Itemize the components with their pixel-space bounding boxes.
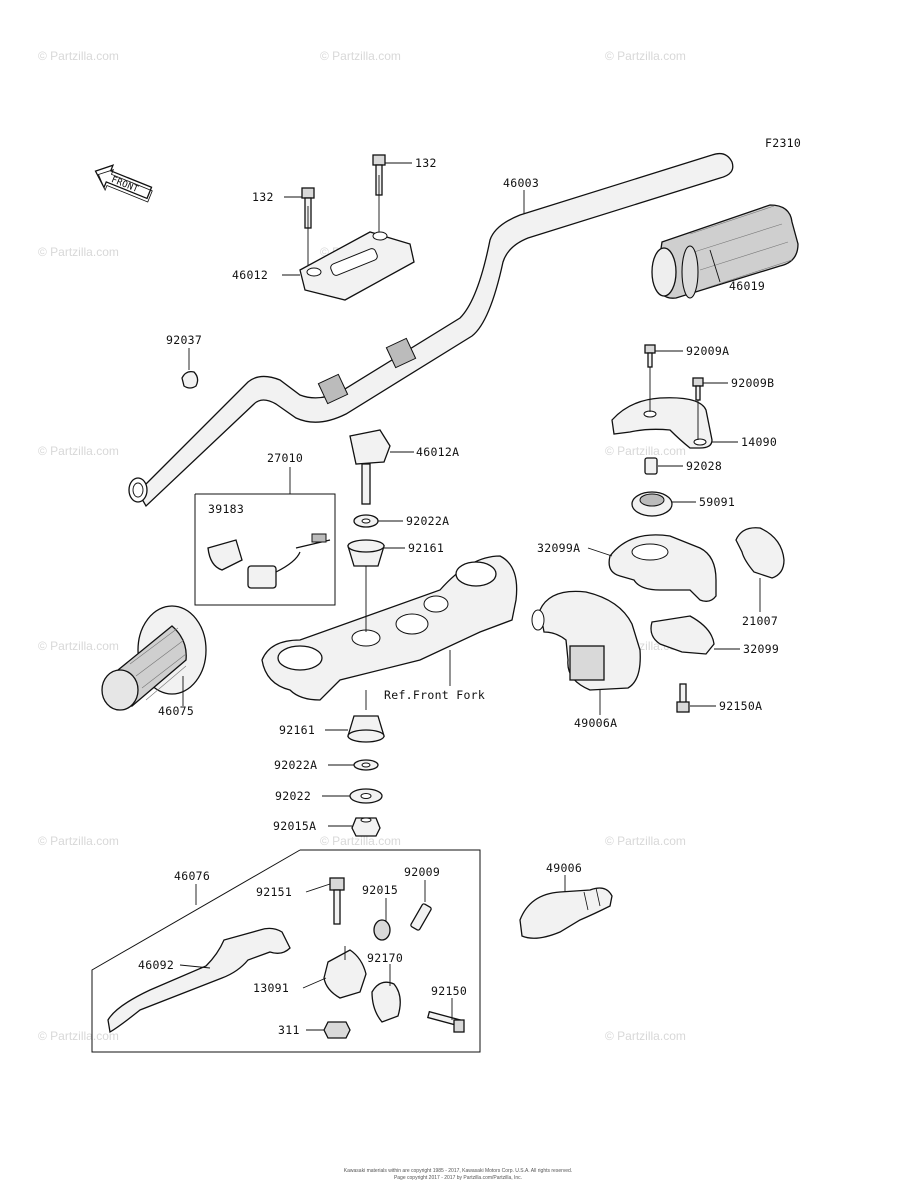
part-label-92161: 92161	[279, 723, 315, 737]
part-label-92009: 92009	[404, 865, 440, 879]
guide-49006A	[531, 590, 641, 691]
footer-copyright: Kawasaki materials within are copyright …	[344, 1168, 572, 1174]
watermark: © Partzilla.com	[605, 49, 686, 63]
leader-lines	[179, 162, 761, 1031]
clamp-92170	[371, 981, 401, 1023]
grip-left-46075	[101, 605, 207, 711]
cover-21007	[735, 527, 785, 579]
reference-note: Ref.Front Fork	[384, 688, 485, 702]
damper-92161-bottom	[347, 715, 385, 743]
part-label-59091: 59091	[699, 495, 735, 509]
part-label-92170: 92170	[367, 951, 403, 965]
washer-92022	[349, 788, 383, 804]
washer-92022A-bottom	[353, 759, 379, 771]
part-label-49006A: 49006A	[574, 716, 617, 730]
handlebar	[128, 152, 734, 508]
nut-92015A	[351, 817, 381, 837]
bolt-92150	[427, 1010, 465, 1033]
screw-92009B	[692, 377, 704, 401]
part-label-46019: 46019	[729, 279, 765, 293]
part-label-311: 311	[278, 1023, 300, 1037]
part-label-92151: 92151	[256, 885, 292, 899]
part-label-92028: 92028	[686, 459, 722, 473]
part-label-46076: 46076	[174, 869, 210, 883]
bracket-14090	[611, 397, 713, 449]
pulley-59091	[631, 491, 673, 517]
part-label-92022A: 92022A	[406, 514, 449, 528]
part-label-92150A: 92150A	[719, 699, 762, 713]
adjuster-92009	[410, 903, 432, 931]
part-label-92150: 92150	[431, 984, 467, 998]
part-label-27010: 27010	[267, 451, 303, 465]
lever-46092	[107, 927, 291, 1034]
part-label-92009A: 92009A	[686, 344, 729, 358]
nut-311	[323, 1021, 351, 1039]
handlebar-clamp-46012	[299, 231, 415, 301]
part-label-92009B: 92009B	[731, 376, 774, 390]
screw-92009A	[644, 344, 656, 368]
part-label-46092: 46092	[138, 958, 174, 972]
part-label-21007: 21007	[742, 614, 778, 628]
part-label-32099A: 32099A	[537, 541, 580, 555]
grip-right-46019	[651, 204, 799, 299]
part-label-14090: 14090	[741, 435, 777, 449]
part-label-92161: 92161	[408, 541, 444, 555]
watermark: © Partzilla.com	[320, 49, 401, 63]
lever-group-box	[91, 849, 481, 1053]
watermark: © Partzilla.com	[605, 444, 686, 458]
upper-bracket	[261, 555, 518, 701]
figure-code: F2310	[765, 136, 801, 150]
part-label-32099: 32099	[743, 642, 779, 656]
footer-page-copyright: Page copyright 2017 - 2017 by Partzilla.…	[394, 1175, 522, 1181]
watermark: © Partzilla.com	[38, 639, 119, 653]
boot-49006	[519, 887, 613, 939]
switch-group-box	[194, 467, 336, 606]
watermark: © Partzilla.com	[38, 444, 119, 458]
collar-92028	[644, 457, 658, 475]
part-label-46075: 46075	[158, 704, 194, 718]
watermark: © Partzilla.com	[38, 834, 119, 848]
part-label-132: 132	[415, 156, 437, 170]
part-label-92015: 92015	[362, 883, 398, 897]
part-label-92022: 92022	[275, 789, 311, 803]
nut-92015	[373, 919, 391, 941]
damper-92161-top	[347, 539, 385, 567]
part-label-39183: 39183	[208, 502, 244, 516]
part-label-92022A: 92022A	[274, 758, 317, 772]
watermark: © Partzilla.com	[38, 1029, 119, 1043]
part-label-13091: 13091	[253, 981, 289, 995]
watermark: © Partzilla.com	[38, 245, 119, 259]
holder-46012A	[349, 429, 391, 505]
bolt-92151	[329, 877, 345, 925]
part-label-46012A: 46012A	[416, 445, 459, 459]
part-label-132: 132	[252, 190, 274, 204]
part-label-92037: 92037	[166, 333, 202, 347]
watermark: © Partzilla.com	[605, 1029, 686, 1043]
holder-13091	[323, 949, 367, 999]
throttle-housing-32099	[650, 615, 715, 655]
part-label-49006: 49006	[546, 861, 582, 875]
front-arrow-icon: FRONT	[94, 164, 153, 203]
part-label-46003: 46003	[503, 176, 539, 190]
watermark: © Partzilla.com	[38, 49, 119, 63]
clip-92037	[181, 370, 199, 389]
throttle-housing-32099A	[608, 534, 717, 602]
washer-92022A-top	[353, 514, 379, 528]
part-labels: 132 132 46003 46012 46019 92037 92009A 9…	[138, 156, 779, 1037]
watermark: © Partzilla.com	[320, 834, 401, 848]
part-label-92015A: 92015A	[273, 819, 316, 833]
watermark: © Partzilla.com	[605, 834, 686, 848]
part-label-46012: 46012	[232, 268, 268, 282]
screw-92150A	[676, 683, 690, 713]
